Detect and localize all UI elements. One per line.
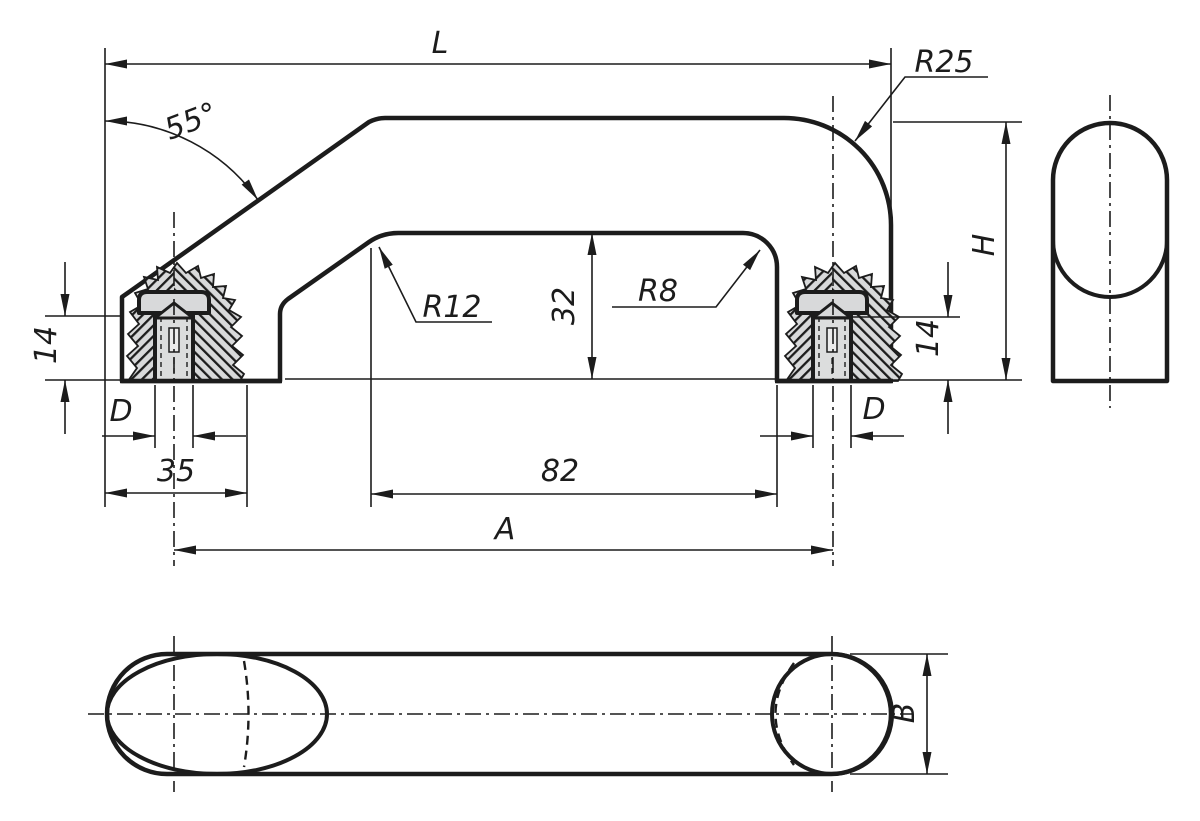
side-view-outline xyxy=(1050,120,1170,384)
dim-label-82: 82 xyxy=(541,454,579,489)
hole-walls xyxy=(153,313,195,381)
hidden-edge-right xyxy=(774,662,795,766)
bottom-view: B xyxy=(88,636,948,792)
threaded-insert-right xyxy=(783,261,904,384)
extension-lines xyxy=(45,48,1022,507)
dim-label-D-right: D xyxy=(862,392,885,427)
front-view: L 55° R25 R12 R8 32 14 14 D D 35 82 A H xyxy=(29,26,1022,566)
dim-label-L: L xyxy=(432,26,449,61)
dim-label-35: 35 xyxy=(157,454,195,489)
dim-label-D-left: D xyxy=(109,394,132,429)
thread-hatch-outline xyxy=(125,261,246,382)
dim-label-R12: R12 xyxy=(422,290,481,325)
dim-label-14-right: 14 xyxy=(911,319,946,357)
dim-arc-55deg xyxy=(104,116,259,201)
extension-lines-B xyxy=(850,653,948,775)
dimension-lines xyxy=(60,59,1011,555)
radius-leaders xyxy=(378,76,988,323)
dim-label-55deg: 55° xyxy=(160,96,222,148)
leader-R12 xyxy=(378,246,492,323)
leader-R25 xyxy=(854,76,988,142)
dim-label-B: B xyxy=(887,703,922,724)
threaded-insert-left xyxy=(125,261,246,382)
dim-label-H: H xyxy=(967,234,1002,257)
dim-label-A: A xyxy=(493,512,516,547)
dim-label-32: 32 xyxy=(547,287,582,325)
dim-label-14-left: 14 xyxy=(29,326,64,364)
dim-label-R8: R8 xyxy=(638,274,678,309)
side-view xyxy=(1050,95,1170,408)
thread-minor-diameter-lines xyxy=(160,317,188,378)
side-view-grip-arc xyxy=(1051,239,1169,299)
dim-label-R25: R25 xyxy=(914,45,973,80)
leader-R8 xyxy=(612,249,761,308)
